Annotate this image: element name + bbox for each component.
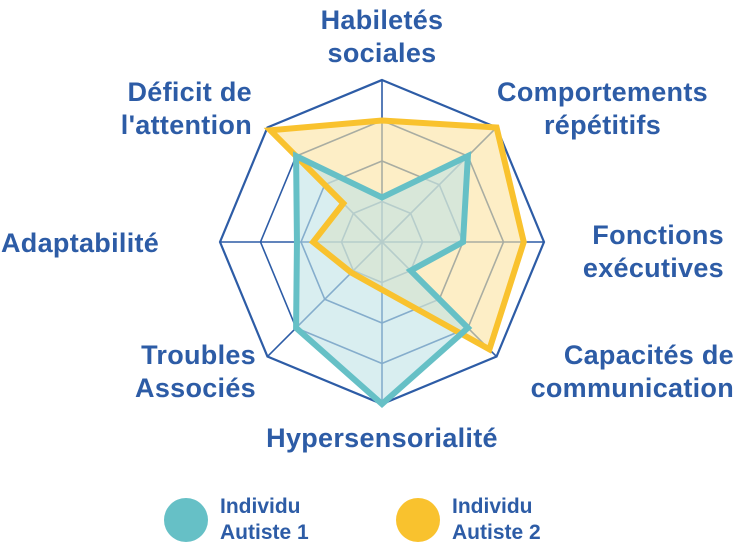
series-2-point [342,202,344,204]
series-2-point [488,348,490,350]
axis-label-line: Fonctions [592,220,724,250]
legend-item-autiste-2: Individu Autiste 2 [396,494,541,546]
axis-label-line: Troubles [141,340,256,370]
axis-label-line: sociales [327,38,437,68]
radar-series [263,117,527,409]
axis-label-line: Habiletés [320,5,444,35]
legend-label: Individu [220,495,301,518]
series-line-1 [293,151,473,409]
series-2-point [523,241,525,243]
series-2-point [496,126,498,128]
axis-label-adaptabilite: Adaptabilité [1,227,201,260]
axis-label-line: Adaptabilité [1,228,160,258]
series-1-point [296,241,298,243]
axis-label-line: l'attention [120,110,252,140]
series-1-point [467,155,469,157]
legend-swatch-teal [164,498,208,542]
series-2-point [381,120,383,121]
axis-label-comportements-repetitifs: Comportements répétitifs [470,76,735,142]
axis-label-line: répétitifs [543,110,662,140]
series-2-point [350,272,352,274]
axis-label-line: exécutives [582,253,724,283]
axis-label-line: Déficit de [127,77,252,107]
series-area-1 [296,156,468,404]
axis-label-hypersensorialite: Hypersensorialité [232,422,532,455]
axis-label-habiletes-sociales: Habiletés sociales [292,4,472,70]
legend-item-autiste-1: Individu Autiste 1 [164,494,309,546]
series-1-point [381,403,383,405]
series-1-point [467,327,469,329]
axis-label-line: Hypersensorialité [266,423,498,453]
series-1-point [295,155,297,157]
series-1-point [381,196,383,198]
legend-label: Autiste 1 [220,521,309,544]
axis-label-line: Capacités de [563,340,734,370]
axis-label-deficit-attention: Déficit de l'attention [60,76,252,142]
legend-swatch-yellow [396,498,440,542]
series-2-point [269,129,271,131]
series-1-point [295,327,297,329]
axis-label-troubles-associes: Troubles Associés [80,339,256,405]
series-1-point [410,270,412,272]
legend-label: Individu [452,495,533,518]
axis-label-fonctions-executives: Fonctions exécutives [540,219,724,285]
axis-label-capacites-communication: Capacités de communication [480,339,734,405]
axis-label-line: communication [530,373,734,403]
legend-label: Autiste 2 [452,521,541,544]
axis-label-line: Comportements [497,77,708,107]
axis-label-line: Associés [135,373,256,403]
series-2-point [312,241,314,243]
series-1-point [462,241,464,243]
